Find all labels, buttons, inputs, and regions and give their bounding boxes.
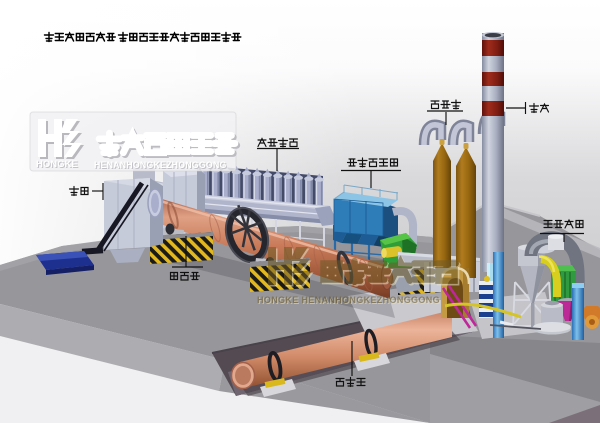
svg-text:HONGKE HENANHONGKEZHONGGONG: HONGKE HENANHONGKEZHONGGONG [258,296,441,306]
svg-text:HONGKE: HONGKE [37,160,79,171]
svg-text:HENANHONGKEZHONGGONG: HENANHONGKEZHONGGONG [94,160,227,170]
svg-text:HENANHONGKEZHONGGONG: HENANHONGKEZHONGGONG [95,161,228,171]
svg-text:HONGKE: HONGKE [36,159,78,170]
svg-text:HONGKE HENANHONGKEZHONGGONG: HONGKE HENANHONGKEZHONGGONG [257,295,440,305]
